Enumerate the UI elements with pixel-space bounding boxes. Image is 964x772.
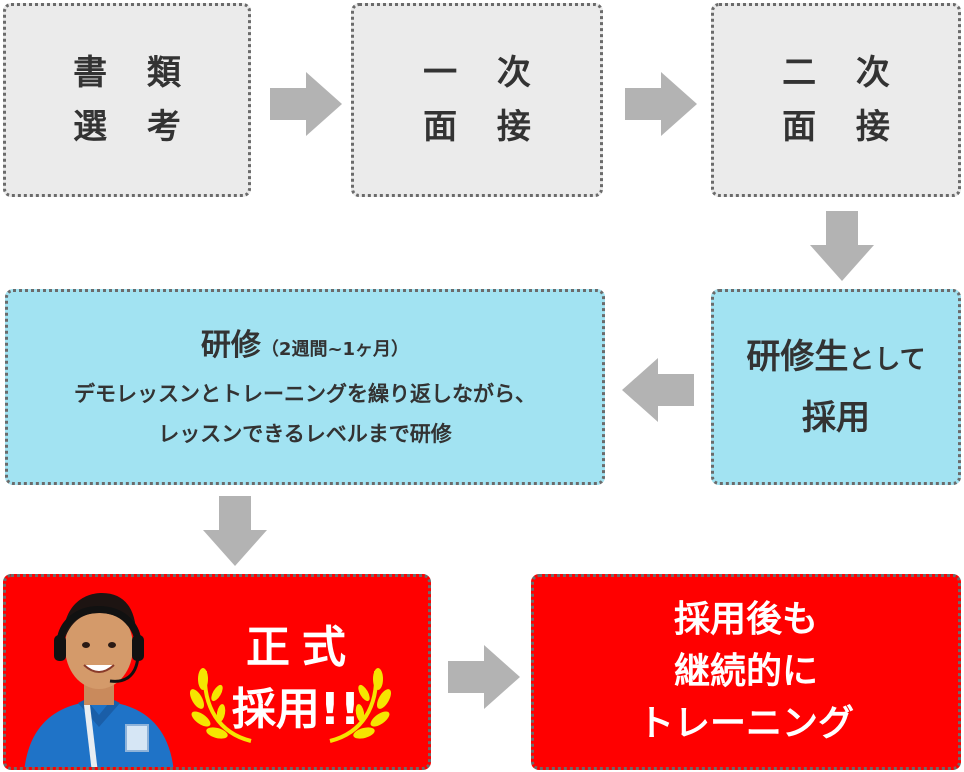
step-label-line1: 二 次 [782,53,904,93]
arrow-left-icon [622,358,694,422]
step-label-line2: 選 考 [73,107,195,147]
arrow-right-icon [448,645,520,709]
arrow-down-icon [203,496,267,566]
laurel-right-icon [329,668,391,743]
official-hire-line1: 正式 [246,622,358,673]
trainee-label-part1: 研修生 [746,336,849,377]
step-label-line2: 面 接 [423,107,545,147]
arrow-right-icon [625,72,697,136]
step-first-interview: 一 次 面 接 [351,3,603,197]
training-desc-line1: デモレッスンとトレーニングを繰り返しながら、 [74,382,536,406]
step-label-line2: 面 接 [782,107,904,147]
step-label-line1: 一 次 [423,53,545,93]
step-label-line1: 書 類 [73,53,195,93]
official-hire-line2: 採用!! [231,684,361,735]
arrow-right-icon [270,72,342,136]
continuous-line2: 継続的に [673,651,818,692]
step-continuous-training: 採用後も 継続的に トレーニング [531,574,961,770]
training-title: 研修 [200,328,261,363]
step-trainee-hire: 研修生として 採用 [711,289,961,485]
training-duration: （2週間~1ヶ月） [260,339,410,360]
step-official-hire: 正式 採用!! [3,574,431,770]
continuous-line1: 採用後も [673,599,818,640]
step-second-interview: 二 次 面 接 [711,3,961,197]
step-document-screening: 書 類 選 考 [3,3,251,197]
trainee-label-part2: として [848,344,926,375]
laurel-left-icon [190,668,252,743]
step-training: 研修（2週間~1ヶ月） デモレッスンとトレーニングを繰り返しながら、 レッスンで… [5,289,605,485]
trainee-label-line2: 採用 [801,397,870,438]
training-desc-line2: レッスンできるレベルまで研修 [158,422,452,446]
arrow-down-icon [810,211,874,281]
continuous-line3: トレーニング [637,703,854,744]
teacher-photo [24,593,174,767]
